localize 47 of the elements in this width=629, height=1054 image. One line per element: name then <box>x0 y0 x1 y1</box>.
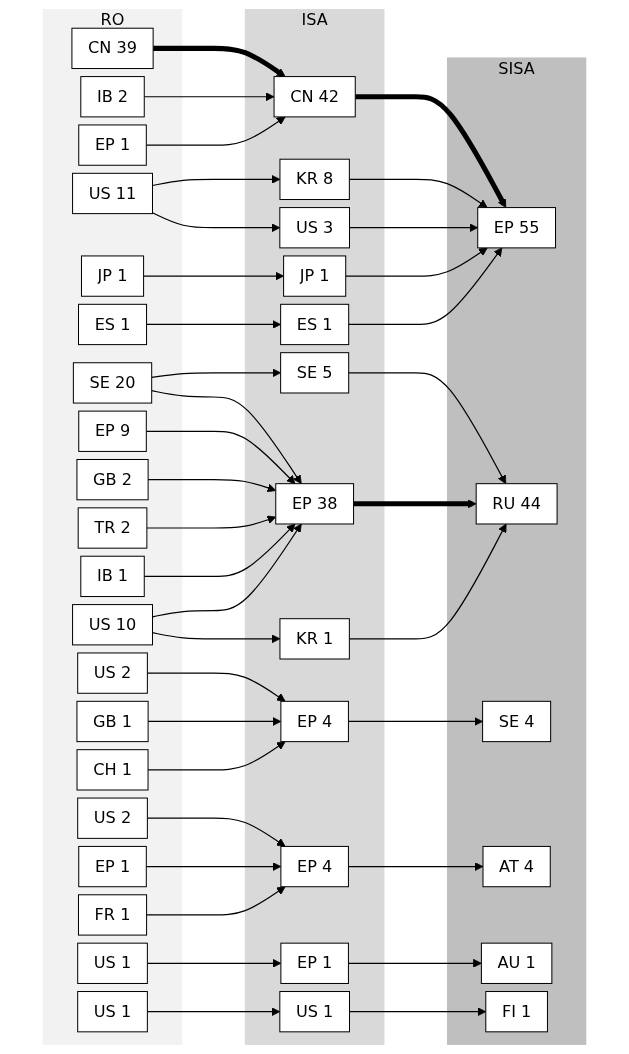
node-box: GB 2 <box>76 459 149 501</box>
node-box: KR 1 <box>279 618 350 660</box>
node-box: CN 42 <box>273 76 356 118</box>
node-box: US 1 <box>77 991 148 1033</box>
node-box: US 10 <box>72 604 153 646</box>
node-box: ES 1 <box>78 303 148 346</box>
node-box: IB 1 <box>80 555 145 598</box>
node-box: EP 4 <box>280 700 349 743</box>
node-box: AT 4 <box>482 845 551 888</box>
node-box: US 2 <box>77 652 148 694</box>
node-box: AU 1 <box>480 942 553 984</box>
node-box: SE 5 <box>280 352 350 394</box>
arrow <box>143 271 284 281</box>
node-box: SE 20 <box>72 362 153 404</box>
node-box: CN 39 <box>71 27 154 70</box>
node-box: EP 55 <box>477 207 557 249</box>
node-box: ES 1 <box>280 303 350 346</box>
arrow <box>348 372 507 485</box>
node-box: EP 1 <box>280 942 349 984</box>
node-box: EP 4 <box>280 845 349 888</box>
node-box: JP 1 <box>283 255 347 297</box>
node-box: RU 44 <box>475 483 558 525</box>
node-box: FI 1 <box>485 991 548 1033</box>
arrow <box>355 94 507 208</box>
node-box: KR 8 <box>279 158 350 200</box>
node-box: EP 38 <box>275 483 355 525</box>
node-box: CH 1 <box>76 749 149 791</box>
node-box: FR 1 <box>77 894 148 936</box>
node-box: EP 9 <box>78 410 147 452</box>
arrow <box>345 247 488 277</box>
node-box: US 3 <box>279 207 350 249</box>
node-box: US 1 <box>77 942 148 984</box>
node-box: EP 1 <box>78 845 147 888</box>
node-box: EP 1 <box>78 124 147 166</box>
node-box: JP 1 <box>80 255 145 297</box>
node-box: SE 4 <box>482 700 552 743</box>
node-box: IB 2 <box>80 76 145 118</box>
arrow <box>348 247 503 326</box>
arrow <box>353 499 477 509</box>
arrow <box>153 45 286 77</box>
node-box: US 11 <box>72 172 153 215</box>
node-box: US 1 <box>279 991 350 1033</box>
node-box: TR 2 <box>77 507 148 549</box>
node-box: GB 1 <box>76 700 149 743</box>
arrow <box>151 390 302 485</box>
arrow <box>146 886 286 916</box>
node-box: US 2 <box>77 797 148 839</box>
